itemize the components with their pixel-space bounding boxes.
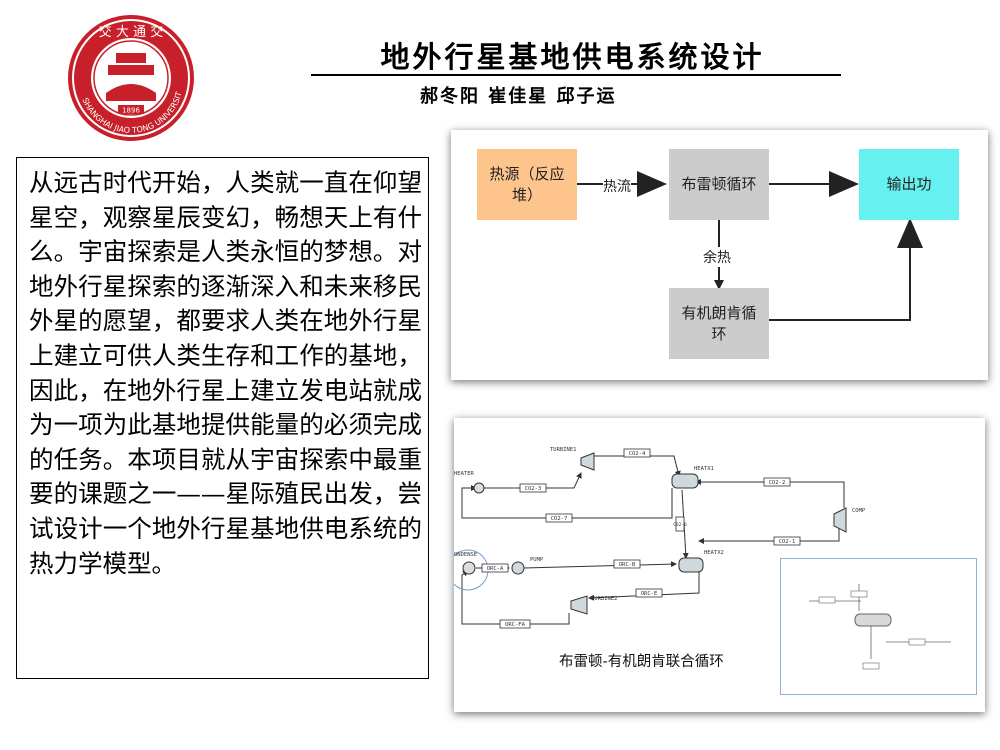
- process-flowsheet: CO2-4 CO2-3 CO2-2 CO2-7 CO2-6 CO2-1 ORC-…: [454, 418, 985, 712]
- brayton-cycle-label: 布雷顿循环: [681, 175, 757, 193]
- intro-text-box: 从远古时代开始，人类就一直在仰望星空，观察星辰变幻，畅想天上有什么。宇宙探索是人…: [16, 157, 429, 679]
- output-work-box: 输出功: [859, 149, 959, 220]
- block-turbine2: TURBINE2: [591, 596, 618, 602]
- block-heatx2: HEATX2: [704, 550, 724, 556]
- block-turbine1: TURBINE1: [550, 447, 577, 453]
- authors: 郝冬阳 崔佳星 邱子运: [420, 86, 617, 107]
- stream-co2-4: CO2-4: [629, 451, 646, 457]
- stream-co2-1: CO2-1: [779, 539, 796, 545]
- block-condense: ONDENSE: [454, 552, 477, 558]
- heat-source-box: 热源（反应堆）: [477, 149, 577, 220]
- brayton-cycle-box: 布雷顿循环: [669, 149, 769, 220]
- block-heater: HEATER: [454, 471, 475, 477]
- stream-co2-7: CO2-7: [551, 516, 568, 522]
- stream-orc-b: ORC-B: [619, 562, 636, 568]
- waste-heat-label: 余热: [703, 247, 731, 267]
- heater-icon: [473, 482, 485, 494]
- orc-box: 有机朗肯循环: [669, 288, 769, 359]
- intro-paragraph: 从远古时代开始，人类就一直在仰望星空，观察星辰变幻，畅想天上有什么。宇宙探索是人…: [29, 168, 422, 578]
- energy-flow-diagram: 热源（反应堆） 热流 布雷顿循环 输出功 余热 有机朗肯循环: [451, 130, 988, 380]
- svg-text:1896: 1896: [122, 107, 140, 115]
- stream-orc-a: ORC-A: [487, 566, 504, 572]
- flowsheet-lines: CO2-4 CO2-3 CO2-2 CO2-7 CO2-6 CO2-1 ORC-…: [454, 447, 866, 629]
- condenser-detail-inset: [780, 558, 977, 695]
- heat-flow-label: 热流: [603, 176, 631, 196]
- flowsheet-caption: 布雷顿-有机朗肯联合循环: [559, 654, 724, 670]
- university-seal-logo: 1896 交 大 通 交 SHANGHAI JIAO TONG UNIVERSI…: [66, 13, 194, 141]
- block-comp: COMP: [852, 508, 866, 514]
- stream-orc-e: ORC-E: [641, 591, 658, 597]
- output-work-label: 输出功: [886, 175, 932, 193]
- stream-co2-3: CO2-3: [525, 486, 542, 492]
- title-underline: [311, 74, 841, 76]
- condenser-detail-drawing: [809, 584, 951, 670]
- stream-co2-6: CO2-6: [673, 522, 687, 528]
- stream-orc-fa: ORC-FA: [505, 622, 526, 628]
- svg-text:交 大 通 交: 交 大 通 交: [99, 24, 163, 40]
- block-pump: PUMP: [530, 557, 544, 563]
- orc-label: 有机朗肯循环: [681, 303, 757, 343]
- heat-source-label: 热源（反应堆）: [489, 164, 565, 204]
- block-heatx1: HEATX1: [694, 466, 714, 472]
- page-title: 地外行星基地供电系统设计: [380, 40, 765, 74]
- stream-co2-2: CO2-2: [769, 480, 786, 486]
